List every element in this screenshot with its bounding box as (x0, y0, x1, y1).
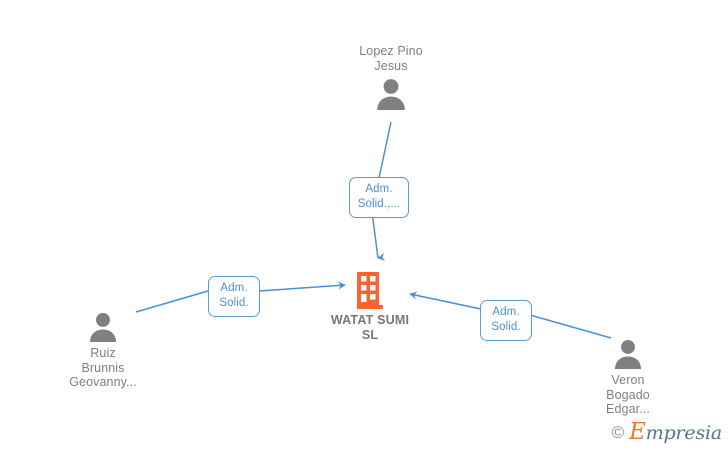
node-person-left-label: Ruiz Brunnis Geovanny... (69, 346, 137, 389)
edge-left-outer-segment (135, 290, 209, 313)
node-person-right[interactable]: Veron Bogado Edgar... (553, 338, 703, 417)
edge-top-lower-segment (371, 211, 386, 262)
empresia-watermark: © Empresia (611, 421, 723, 444)
node-company-label: WATAT SUMI SL (330, 313, 410, 342)
brand-rest: mpresia (645, 422, 722, 444)
node-person-left[interactable]: Ruiz Brunnis Geovanny... (28, 311, 178, 390)
edge-left-inner-segment (258, 281, 346, 292)
edge-top-upper-segment (378, 121, 392, 179)
person-icon (615, 339, 641, 370)
node-person-right-label: Veron Bogado Edgar... (606, 373, 650, 416)
edge-label-left[interactable]: Adm. Solid. (208, 276, 260, 317)
edge-label-right[interactable]: Adm. Solid. (480, 300, 532, 341)
edge-right-outer-segment (529, 314, 612, 339)
brand-wordmark: Empresia (629, 421, 722, 444)
node-person-top[interactable]: Lopez Pino Jesus (316, 44, 466, 111)
edge-right-inner-segment (409, 291, 482, 310)
person-icon (90, 312, 116, 343)
brand-initial: E (629, 419, 646, 445)
edge-label-top[interactable]: Adm. Solid.,... (349, 177, 409, 218)
copyright-icon: © (611, 423, 625, 442)
person-icon (377, 79, 405, 110)
node-person-top-label: Lopez Pino Jesus (359, 44, 423, 73)
building-icon (357, 272, 383, 309)
node-company[interactable]: WATAT SUMI SL (285, 272, 455, 342)
